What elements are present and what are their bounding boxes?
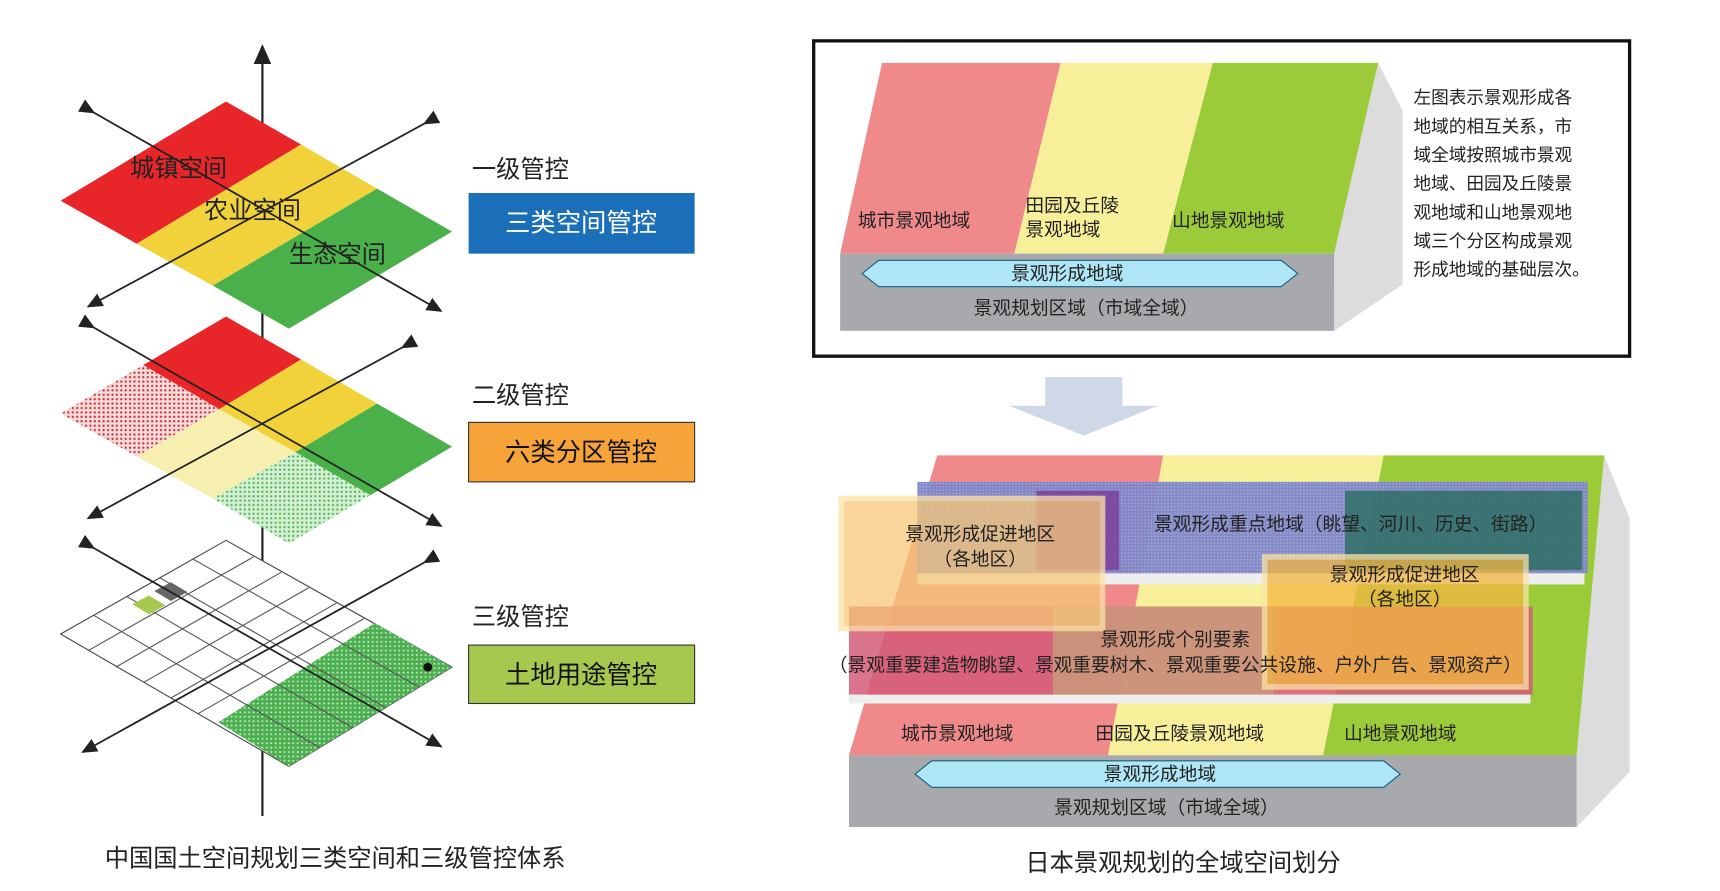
note-line: 地域的相互关系，市 [1413, 116, 1572, 137]
base-label: 景观规划区域（市域全域） [974, 298, 1199, 319]
zone-label-urban: 城镇空间 [130, 153, 227, 182]
area-mountain: 山地景观地域 [1172, 211, 1284, 232]
elements-line1: 景观形成个别要素 [1100, 630, 1250, 651]
note-line: 域三个分区构成景观 [1413, 231, 1572, 252]
level-3-title: 三级管控 [472, 602, 569, 631]
banner-arrow [861, 259, 1299, 288]
key-area-label: 景观形成重点地域（眺望、河川、历史、街路） [1154, 514, 1547, 535]
area-mountain: 山地景观地域 [1344, 724, 1456, 745]
level-1-title: 一级管控 [472, 155, 569, 184]
area-rural: 田园及丘陵景观地域 [1095, 724, 1264, 745]
level-3-box-label: 土地用途管控 [505, 660, 657, 690]
banner-arrow [914, 760, 1402, 788]
area-rural-line2: 景观地域 [1025, 220, 1100, 241]
explanatory-note: 左图表示景观形成各 地域的相互关系，市 域全域按照城市景观 地域、田园及丘陵景 … [1413, 88, 1589, 281]
level-1-box-label: 三类空间管控 [505, 208, 657, 238]
base-label: 景观规划区域（市域全域） [1054, 798, 1279, 819]
area-urban: 城市景观地域 [858, 211, 970, 232]
note-line: 地域、田园及丘陵景 [1413, 174, 1572, 195]
promote-right-line2: （各地区） [1358, 589, 1452, 610]
zone-label-agricultural: 农业空间 [204, 195, 301, 224]
level-2-box-label: 六类分区管控 [505, 437, 657, 467]
note-line: 观地域和山地景观地 [1413, 202, 1572, 223]
banner-label: 景观形成地域 [1104, 765, 1216, 786]
down-arrow-icon [1008, 377, 1158, 436]
level-2-box [468, 421, 696, 483]
promote-right-line1: 景观形成促进地区 [1330, 565, 1480, 586]
zone-label-ecological: 生态空间 [289, 239, 386, 268]
japan-bottom-diagram: 景观形成促进地区 （各地区） 景观形成重点地域（眺望、河川、历史、街路） 景观形… [829, 455, 1630, 877]
level-1-box [468, 193, 695, 254]
elements-line2: （景观重要建造物眺望、景观重要树木、景观重要公共设施、户外广告、景观资产） [829, 656, 1522, 677]
level-3-box [468, 644, 696, 705]
china-planning-diagram: 城镇空间 农业空间 生态空间 [59, 44, 696, 873]
note-line: 形成地域的基础层次。 [1413, 260, 1589, 281]
note-line: 域全域按照城市景观 [1413, 145, 1572, 166]
promote-left-line1: 景观形成促进地区 [905, 524, 1055, 545]
banner-label: 景观形成地域 [1011, 264, 1123, 285]
layer-1-three-spaces: 城镇空间 农业空间 生态空间 [60, 99, 453, 329]
area-urban: 城市景观地域 [901, 724, 1013, 745]
right-caption: 日本景观规划的全域空间划分 [1025, 848, 1340, 877]
area-rural-line1: 田园及丘陵 [1025, 196, 1119, 217]
japan-top-diagram: 城市景观地域 田园及丘陵 景观地域 山地景观地域 景观形成地域 景观规划区域（市… [812, 39, 1632, 358]
layer-3-land-use [59, 534, 454, 767]
promote-left-line2: （各地区） [933, 550, 1027, 571]
note-line: 左图表示景观形成各 [1413, 88, 1572, 109]
level-2-title: 二级管控 [472, 381, 569, 410]
left-caption: 中国国土空间规划三类空间和三级管控体系 [105, 844, 566, 873]
layer-2-six-zones [60, 314, 453, 544]
